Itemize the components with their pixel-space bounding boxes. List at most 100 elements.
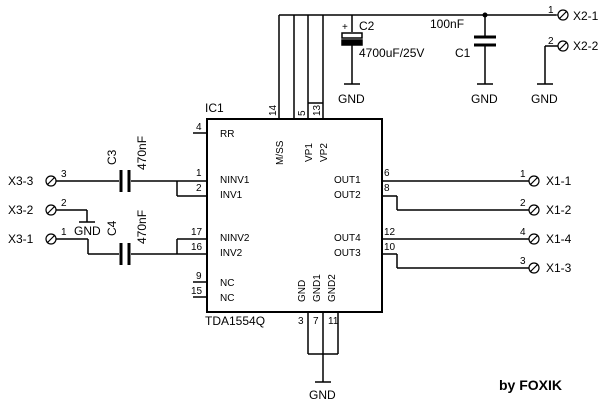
- svg-text:C4: C4: [105, 220, 119, 236]
- ic-pin-ninv1: 1 NINV1: [196, 168, 250, 186]
- svg-text:OUT4: OUT4: [334, 233, 361, 244]
- inv1-feedback: [176, 181, 207, 197]
- svg-text:7: 7: [313, 316, 319, 327]
- ic-pin-vp1: 5 VP1: [297, 110, 315, 162]
- credit-text: by FOXIK: [499, 377, 562, 393]
- svg-text:C1: C1: [455, 46, 471, 60]
- ic-pin-inv1: 2 INV1: [196, 183, 243, 201]
- svg-text:10: 10: [384, 242, 396, 253]
- svg-text:16: 16: [191, 242, 203, 253]
- ic-pin-gnd2: GND2 11: [327, 274, 339, 327]
- ground-wires: GND: [307, 312, 339, 402]
- capacitor-c4: C4 470nF: [56, 210, 207, 265]
- svg-text:GND1: GND1: [312, 274, 323, 302]
- svg-text:GND2: GND2: [327, 274, 338, 302]
- ic-pin-ninv2: 17 NINV2: [191, 227, 250, 244]
- svg-text:1: 1: [520, 169, 526, 180]
- svg-text:8: 8: [384, 183, 390, 194]
- svg-text:GND: GND: [531, 92, 558, 106]
- svg-text:OUT1: OUT1: [334, 175, 361, 186]
- capacitor-c1: 100nF C1 GND: [430, 15, 498, 106]
- svg-text:GND: GND: [471, 92, 498, 106]
- connector-x1-2: 2 X1-2: [520, 198, 572, 217]
- svg-text:1: 1: [61, 227, 67, 238]
- output-wires: [382, 180, 529, 269]
- ic1-part-number: TDA1554Q: [205, 314, 265, 328]
- svg-text:X1-1: X1-1: [546, 174, 572, 188]
- ic-pin-nc15: 15 NC: [191, 286, 234, 304]
- svg-text:5: 5: [297, 110, 308, 116]
- svg-text:X2-2: X2-2: [573, 39, 599, 53]
- ic-pin-nc9: 9 NC: [193, 271, 234, 289]
- capacitor-c2: + C2 4700uF/25V GND: [338, 15, 424, 106]
- svg-text:INV1: INV1: [220, 190, 243, 201]
- svg-text:NC: NC: [220, 278, 234, 289]
- svg-text:VP1: VP1: [304, 143, 315, 162]
- inv2-feedback: [176, 238, 207, 254]
- svg-text:X1-4: X1-4: [546, 232, 572, 246]
- ic-pin-gnd: GND 3: [297, 280, 308, 327]
- svg-text:X3-3: X3-3: [8, 174, 34, 188]
- svg-text:NC: NC: [220, 293, 234, 304]
- ic-pin-vp2: 13 VP2: [312, 104, 330, 162]
- connector-x1-4: 4 X1-4: [520, 227, 572, 246]
- svg-text:3: 3: [298, 316, 304, 327]
- svg-text:X1-3: X1-3: [546, 261, 572, 275]
- svg-text:3: 3: [520, 256, 526, 267]
- svg-text:GND: GND: [309, 388, 336, 402]
- svg-text:GND: GND: [338, 92, 365, 106]
- svg-text:C2: C2: [359, 19, 375, 33]
- connector-x3-2: X3-2 2 GND: [8, 198, 101, 238]
- connector-x3-3: X3-3 3: [8, 169, 67, 188]
- ic-pin-gnd1: GND1 7: [312, 274, 323, 327]
- ic-pin-out1: 6 OUT1: [334, 168, 390, 186]
- svg-text:9: 9: [196, 271, 202, 282]
- power-wires: [278, 12, 556, 119]
- capacitor-c3: C3 470nF: [56, 136, 207, 192]
- svg-text:X2-1: X2-1: [573, 9, 599, 23]
- ic-pin-out4: 12 OUT4: [334, 227, 396, 244]
- svg-text:M/SS: M/SS: [275, 140, 286, 165]
- svg-text:GND: GND: [297, 280, 308, 302]
- svg-text:4: 4: [520, 227, 526, 238]
- connector-x2-1: 1 X2-1: [548, 5, 599, 23]
- svg-text:2: 2: [61, 198, 67, 209]
- svg-text:X3-1: X3-1: [8, 232, 34, 246]
- svg-text:+: +: [342, 22, 348, 33]
- connector-x1-1: 1 X1-1: [520, 169, 572, 188]
- connector-x3-1: X3-1 1: [8, 227, 67, 246]
- connector-x1-3: 3 X1-3: [520, 256, 572, 275]
- svg-text:470nF: 470nF: [135, 210, 149, 244]
- ic-pin-inv2: 16 INV2: [191, 242, 243, 259]
- svg-text:X3-2: X3-2: [8, 203, 34, 217]
- svg-text:17: 17: [191, 227, 203, 238]
- svg-text:RR: RR: [220, 129, 234, 140]
- svg-text:12: 12: [384, 227, 396, 238]
- connector-x2-2: 2 X2-2 GND: [531, 36, 599, 106]
- svg-text:13: 13: [312, 104, 323, 116]
- svg-text:15: 15: [191, 286, 203, 297]
- ic-pin-rr: 4 RR: [193, 122, 234, 140]
- svg-text:14: 14: [268, 104, 279, 116]
- svg-text:1: 1: [548, 5, 554, 16]
- svg-text:2: 2: [548, 36, 554, 47]
- svg-text:1: 1: [196, 168, 202, 179]
- svg-text:INV2: INV2: [220, 248, 243, 259]
- ic1-ref: IC1: [205, 101, 224, 115]
- svg-text:OUT3: OUT3: [334, 248, 361, 259]
- svg-text:2: 2: [520, 198, 526, 209]
- svg-text:NINV1: NINV1: [220, 175, 250, 186]
- svg-text:C3: C3: [105, 149, 119, 165]
- svg-text:OUT2: OUT2: [334, 190, 361, 201]
- ic-pin-out2: 8 OUT2: [334, 183, 390, 201]
- svg-text:2: 2: [196, 183, 202, 194]
- svg-text:X1-2: X1-2: [546, 203, 572, 217]
- ic-pin-mss: 14 M/SS: [268, 104, 286, 165]
- svg-text:4: 4: [196, 122, 202, 133]
- ic-pin-out3: 10 OUT3: [334, 242, 396, 259]
- svg-text:NINV2: NINV2: [220, 233, 250, 244]
- svg-text:GND: GND: [74, 224, 101, 238]
- svg-text:4700uF/25V: 4700uF/25V: [359, 46, 424, 60]
- svg-text:VP2: VP2: [319, 143, 330, 162]
